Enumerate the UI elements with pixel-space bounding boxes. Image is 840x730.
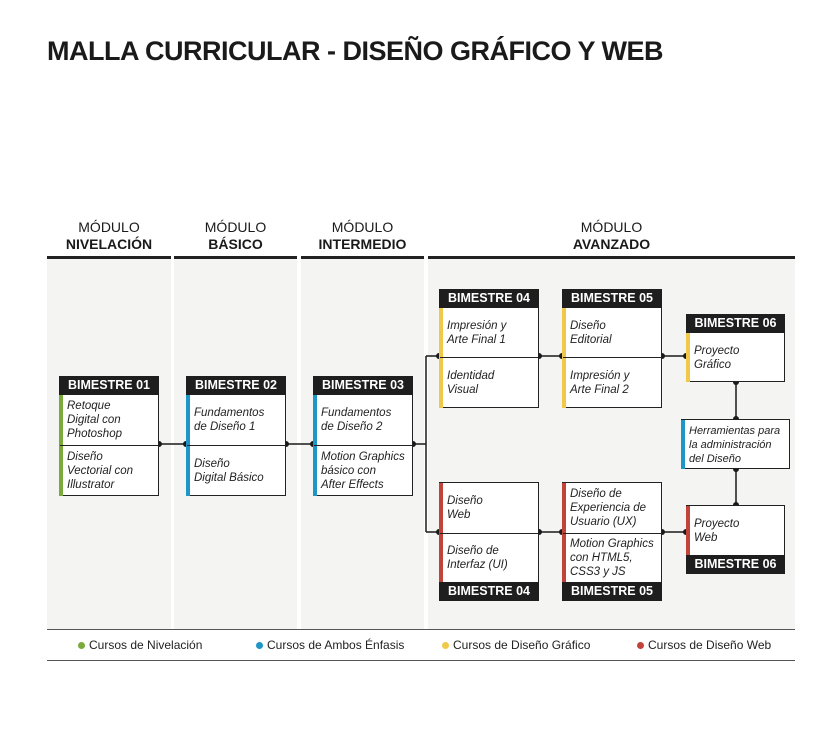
course-impresion-2: Impresión y Arte Final 2 <box>570 370 630 396</box>
bimestre-header: BIMESTRE 05 <box>562 582 662 601</box>
bimestre-header: BIMESTRE 05 <box>562 289 662 308</box>
course-separator <box>314 445 412 446</box>
bimestre-05-web-box: Diseño de Experiencia de Usuario (UX) Mo… <box>562 482 662 601</box>
course-fundamentos-2: Fundamentos de Diseño 2 <box>321 407 392 433</box>
course-proyecto-grafico: Proyecto Gráfico <box>694 344 740 371</box>
course-diseno-editorial: Diseño Editorial <box>570 319 612 346</box>
legend-bottom-rule <box>47 660 795 661</box>
course-color-bar <box>681 420 685 469</box>
bimestre-05-grafico-box: BIMESTRE 05 Diseño Editorial Impresión y… <box>562 289 662 408</box>
module-name: BÁSICO <box>208 236 263 252</box>
course-color-bar <box>439 308 443 408</box>
bimestre-04-web-box: Diseño Web Diseño de Interfaz (UI) BIMES… <box>439 482 539 601</box>
bimestre-header: BIMESTRE 04 <box>439 582 539 601</box>
legend-item-grafico: Cursos de Diseño Gráfico <box>442 638 590 652</box>
legend-dot-icon <box>442 641 449 649</box>
course-color-bar <box>562 483 566 582</box>
module-label: MÓDULO <box>204 219 267 235</box>
bimestre-03-box: BIMESTRE 03 Fundamentos de Diseño 2 Moti… <box>313 376 413 496</box>
course-color-bar <box>686 333 690 382</box>
bimestre-06-web-box: Proyecto Web BIMESTRE 06 <box>686 505 785 574</box>
page-title: MALLA CURRICULAR - DISEÑO GRÁFICO Y WEB <box>47 36 664 66</box>
bimestre-header: BIMESTRE 03 <box>313 376 413 395</box>
bimestre-header: BIMESTRE 06 <box>686 555 785 574</box>
bimestre-06-grafico-box: BIMESTRE 06 Proyecto Gráfico <box>686 314 785 382</box>
course-diseno-web: Diseño Web <box>447 495 483 521</box>
legend-label: Cursos de Diseño Web <box>648 638 772 652</box>
course-motion-html5: Motion Graphics con HTML5, CSS3 y JS <box>570 538 654 578</box>
bimestre-header: BIMESTRE 04 <box>439 289 539 308</box>
bimestre-header: BIMESTRE 06 <box>686 314 785 333</box>
module-nivelacion-header: MÓDULO NIVELACIÓN <box>47 219 171 253</box>
module-label: MÓDULO <box>331 219 394 235</box>
module-intermedio-header: MÓDULO INTERMEDIO <box>301 219 424 253</box>
legend-label: Cursos de Nivelación <box>89 638 203 652</box>
legend-top-rule <box>47 629 795 630</box>
legend-dot-icon <box>637 641 644 649</box>
module-name: NIVELACIÓN <box>65 236 153 252</box>
course-color-bar <box>439 483 443 582</box>
course-herramientas: Herramientas para la administración del … <box>689 424 781 465</box>
legend-item-web: Cursos de Diseño Web <box>637 638 771 652</box>
course-separator <box>563 357 661 358</box>
legend-dot-icon <box>256 641 263 649</box>
column-divider <box>301 256 424 259</box>
course-motion-basico: Motion Graphics básico con After Effects <box>321 451 405 491</box>
bimestre-01-box: BIMESTRE 01 Retoque Digital con Photosho… <box>59 376 159 496</box>
herramientas-box: Herramientas para la administración del … <box>681 419 790 469</box>
column-divider <box>174 256 297 259</box>
course-separator <box>563 533 661 534</box>
module-avanzado-header: MÓDULO AVANZADO <box>428 219 795 253</box>
column-divider <box>428 256 795 259</box>
course-separator <box>440 533 538 534</box>
legend-label: Cursos de Ambos Énfasis <box>267 638 405 652</box>
bimestre-header: BIMESTRE 01 <box>59 376 159 395</box>
legend-item-nivelacion: Cursos de Nivelación <box>78 638 202 652</box>
module-name: INTERMEDIO <box>318 236 407 252</box>
legend-label: Cursos de Diseño Gráfico <box>453 638 591 652</box>
course-separator <box>187 445 285 446</box>
legend-dot-icon <box>78 641 85 649</box>
course-diseno-interfaz: Diseño de Interfaz (UI) <box>447 545 508 571</box>
column-divider <box>47 256 171 259</box>
course-identidad-visual: Identidad Visual <box>447 370 495 396</box>
course-diseno-vectorial: Diseño Vectorial con Illustrator <box>67 451 134 491</box>
module-name: AVANZADO <box>572 236 651 252</box>
legend-item-ambos: Cursos de Ambos Énfasis <box>256 638 404 652</box>
course-fundamentos-1: Fundamentos de Diseño 1 <box>194 407 265 433</box>
course-proyecto-web: Proyecto Web <box>694 517 740 544</box>
course-separator <box>440 357 538 358</box>
module-basico-header: MÓDULO BÁSICO <box>174 219 297 253</box>
module-label: MÓDULO <box>78 219 140 235</box>
course-diseno-digital-basico: Diseño Digital Básico <box>194 458 264 484</box>
bimestre-02-box: BIMESTRE 02 Fundamentos de Diseño 1 Dise… <box>186 376 286 496</box>
course-retoque-digital: Retoque Digital con Photoshop <box>67 400 122 440</box>
module-label: MÓDULO <box>580 219 643 235</box>
course-color-bar <box>686 506 690 555</box>
bimestre-header: BIMESTRE 02 <box>186 376 286 395</box>
course-impresion-1: Impresión y Arte Final 1 <box>447 319 507 346</box>
course-color-bar <box>562 308 566 408</box>
course-separator <box>60 445 158 446</box>
bimestre-04-grafico-box: BIMESTRE 04 Impresión y Arte Final 1 Ide… <box>439 289 539 408</box>
course-experiencia-usuario: Diseño de Experiencia de Usuario (UX) <box>570 488 647 528</box>
